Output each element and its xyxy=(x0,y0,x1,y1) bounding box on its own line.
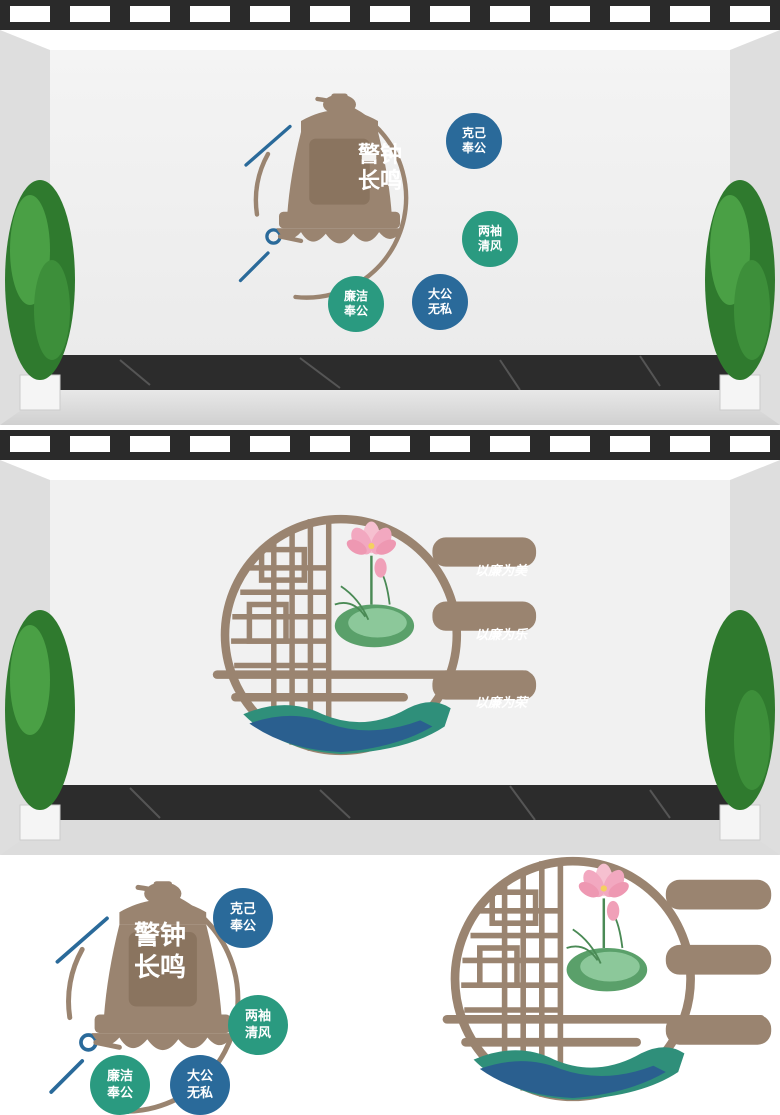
bell-title-line1: 警钟 xyxy=(357,142,402,168)
badge-lianjie-small: 廉洁 奉公 xyxy=(328,276,384,332)
badge-text: 无私 xyxy=(186,1086,213,1101)
room-scene-bell xyxy=(0,0,780,425)
room-scene-lotus xyxy=(0,430,780,855)
badge-text: 清风 xyxy=(244,1026,271,1041)
badge-text: 奉公 xyxy=(461,141,486,155)
badge-dagong-small: 大公 无私 xyxy=(412,274,468,330)
badge-dagong-large: 大公 无私 xyxy=(170,1055,230,1115)
badge-text: 两袖 xyxy=(477,224,502,238)
badge-liangxiu-large: 两袖 清风 xyxy=(228,995,288,1055)
left-plant xyxy=(5,180,75,411)
floor xyxy=(0,390,780,425)
badge-keji-small: 克己 奉公 xyxy=(446,113,502,169)
badge-text: 奉公 xyxy=(106,1086,133,1101)
right-plant-2 xyxy=(705,610,775,841)
motto-large-2: 以廉为乐 xyxy=(692,983,753,1001)
badge-lianjie-large: 廉洁 奉公 xyxy=(90,1055,150,1115)
badge-liangxiu-small: 两袖 清风 xyxy=(462,211,518,267)
badge-text: 廉洁 xyxy=(106,1069,133,1084)
right-plant xyxy=(705,180,775,411)
bell-title-line2: 长鸣 xyxy=(133,953,186,983)
badge-text: 清风 xyxy=(477,239,502,253)
badge-text: 克己 xyxy=(229,902,256,917)
badge-text: 两袖 xyxy=(244,1009,271,1024)
motto-small-3: 以廉为荣 xyxy=(474,696,527,711)
badge-text: 大公 xyxy=(427,287,452,301)
badge-text: 廉洁 xyxy=(343,289,368,303)
badge-text: 克己 xyxy=(461,126,486,140)
room-lotus-svg xyxy=(0,430,780,855)
motto-large-3: 以廉为荣 xyxy=(692,1047,753,1065)
bell-title-small: 警钟 长鸣 xyxy=(335,142,425,194)
bell-title-line2: 长鸣 xyxy=(357,168,402,194)
bell-title-line1: 警钟 xyxy=(133,921,186,951)
motto-small-2: 以廉为乐 xyxy=(474,628,527,643)
motto-large-1: 以廉为美 xyxy=(692,919,753,937)
badge-text: 无私 xyxy=(427,302,452,316)
badge-text: 奉公 xyxy=(343,304,368,318)
motto-small-1: 以廉为美 xyxy=(474,564,527,579)
left-plant-2 xyxy=(5,610,75,841)
ceiling-stripes xyxy=(10,6,770,22)
room-bell-svg xyxy=(0,0,780,425)
badge-keji-large: 克己 奉公 xyxy=(213,888,273,948)
badge-text: 奉公 xyxy=(229,919,256,934)
badge-text: 大公 xyxy=(186,1069,213,1084)
marble-strip xyxy=(50,355,730,390)
bell-title-large: 警钟 长鸣 xyxy=(123,920,197,984)
